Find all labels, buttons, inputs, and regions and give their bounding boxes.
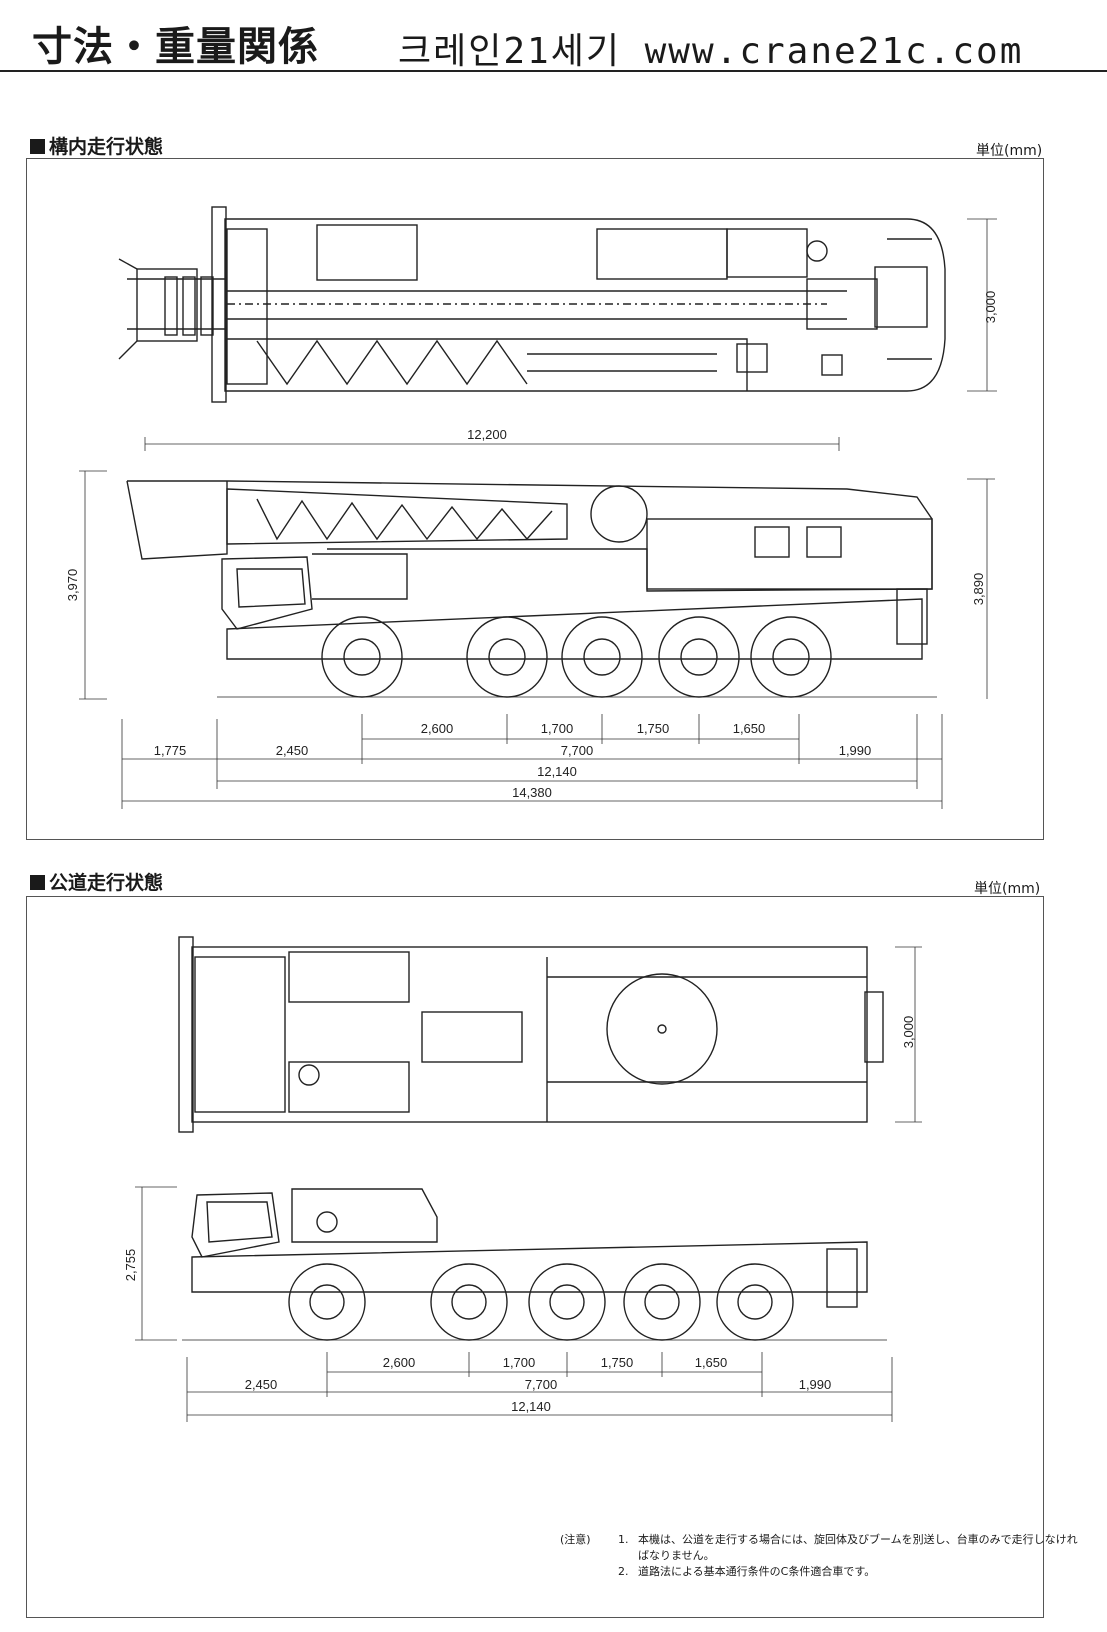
section1-unit: 単位(mm) [976, 143, 1043, 159]
note-number: 2. [618, 1565, 629, 1578]
note-row: (注意) 1. 本機は、公道を走行する場合には、旋回体及びブームを別送し、台車の… [560, 1532, 1080, 1564]
drawing-panel-yard: 3,000 12,200 3,970 3,890 2,600 1,700 1,7… [26, 158, 1044, 840]
dim-height-right: 3,890 [971, 573, 986, 606]
road-dim-rear-overhang: 1,990 [799, 1377, 832, 1392]
carrier-top-view [178, 936, 884, 1133]
dim-rear-overhang: 1,990 [839, 743, 872, 758]
note-text: 道路法による基本通行条件のC条件適合車です。 [638, 1565, 876, 1578]
square-bullet-icon [30, 139, 45, 154]
road-dim-body-length: 12,140 [511, 1399, 551, 1414]
note-number: 1. [618, 1533, 629, 1546]
square-bullet-icon [30, 875, 45, 890]
side-wheels [217, 616, 937, 698]
road-dim-width-top: 3,000 [901, 1016, 916, 1049]
notes-block: (注意) 1. 本機は、公道を走行する場合には、旋回体及びブームを別送し、台車の… [560, 1532, 1080, 1580]
road-dim-wheelbase: 7,700 [525, 1377, 558, 1392]
road-dim-front-overhang: 2,450 [245, 1377, 278, 1392]
dimension-lines [79, 218, 997, 809]
yard-drawing: 3,000 12,200 3,970 3,890 2,600 1,700 1,7… [65, 206, 998, 809]
dim-front-overhang: 2,450 [276, 743, 309, 758]
dim-axle4: 1,650 [733, 721, 766, 736]
road-dim-axle2: 1,700 [503, 1355, 536, 1370]
crane-side-view [126, 480, 933, 660]
brand-watermark: 크레인21세기 www.crane21c.com [398, 31, 1024, 72]
road-dim-height: 2,755 [123, 1249, 138, 1282]
page-header: 寸法・重量関係 크레인21세기 www.crane21c.com [0, 0, 1107, 80]
dim-front-overhang-boom: 1,775 [154, 743, 187, 758]
page-title: 寸法・重量関係 [32, 24, 319, 70]
dim-axle2: 1,700 [541, 721, 574, 736]
notes-label: (注意) [560, 1533, 591, 1546]
dim-wheelbase: 7,700 [561, 743, 594, 758]
dim-width-top: 3,000 [983, 291, 998, 324]
road-dim-axle1: 2,600 [383, 1355, 416, 1370]
road-dimension-lines [135, 946, 922, 1422]
note-row: 2. 道路法による基本通行条件のC条件適合車です。 [560, 1564, 1080, 1580]
section1-title: 構内走行状態 [30, 132, 163, 159]
dim-overall-length: 14,380 [512, 785, 552, 800]
dim-boom-length: 12,200 [467, 427, 507, 442]
road-dim-axle3: 1,750 [601, 1355, 634, 1370]
section2-title: 公道走行状態 [30, 868, 163, 895]
carrier-side-view [191, 1188, 868, 1308]
dim-axle3: 1,750 [637, 721, 670, 736]
dim-body-length: 12,140 [537, 764, 577, 779]
dim-height-left: 3,970 [65, 569, 80, 602]
crane-top-view [118, 206, 946, 403]
dim-axle1: 2,600 [421, 721, 454, 736]
header-rule [0, 70, 1107, 72]
section2-unit: 単位(mm) [974, 881, 1041, 897]
drawing-panel-road: 3,000 2,755 2,600 1,700 1,750 1,650 2,45… [26, 896, 1044, 1618]
road-dim-axle4: 1,650 [695, 1355, 728, 1370]
road-wheels [182, 1263, 887, 1341]
road-drawing: 3,000 2,755 2,600 1,700 1,750 1,650 2,45… [123, 936, 922, 1422]
note-text: 本機は、公道を走行する場合には、旋回体及びブームを別送し、台車のみで走行しなけれ… [638, 1533, 1078, 1562]
